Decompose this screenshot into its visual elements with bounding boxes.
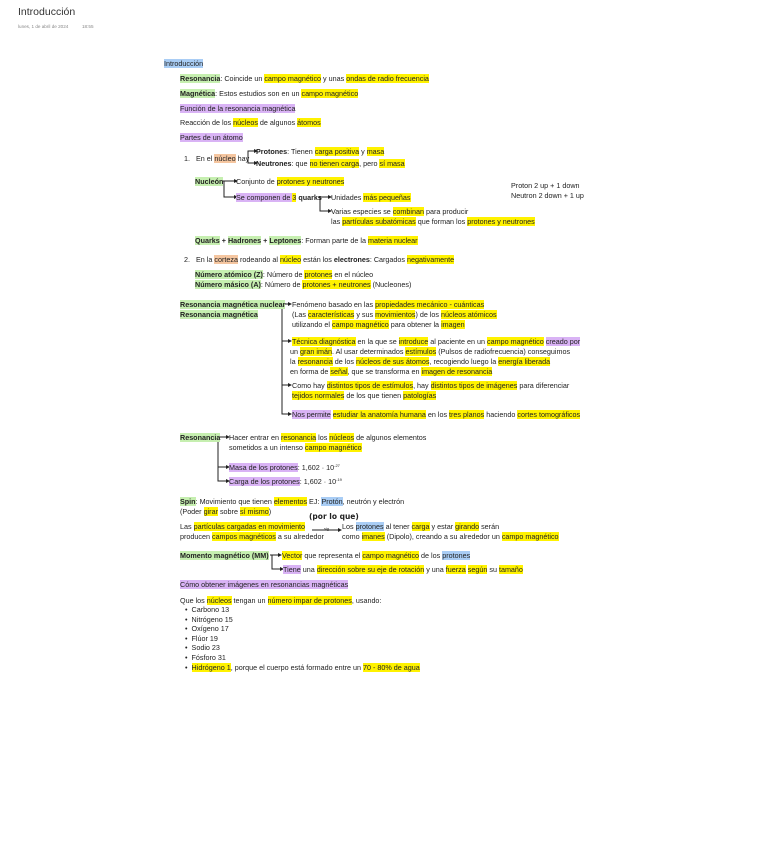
line-componen: Se componen de 3 quarks [236,193,322,202]
line-que-los-nucleos: Que los núcleos tengan un número impar d… [180,596,382,605]
list-item: Carbono 13 [185,605,420,615]
handwritten-por-lo-que: (por lo que) [309,512,359,521]
line-magnetica: Magnética: Estos estudios son en un camp… [180,89,359,98]
line-vector: Vector que representa el campo magnético… [282,551,471,560]
line-como-imanes: como imanes (Dipolo), creando a su alred… [342,532,559,541]
line-nos-permite: Nos permite estudiar la anatomía humana … [292,410,581,419]
line-protones: Protones: Tienen carga positiva y masa [256,147,385,156]
line-neutrones: Neutrones: que no tienen carga, pero sí … [256,159,405,168]
line-numero-atomico: Número atómico (Z): Número de protones e… [195,270,374,279]
line-unidades: Unidades más pequeñas [331,193,411,202]
list-item: Fósforo 31 [185,653,420,663]
list-item: Oxígeno 17 [185,624,420,634]
line-hacer-entrar: Hacer entrar en resonancia los núcleos d… [229,433,427,442]
page-time: 18:55 [82,24,94,29]
line-resonancia-nucleos: la resonancia de los núcleos de sus átom… [290,357,551,366]
line-poder-girar: (Poder girar sobre sí mismo) [180,507,272,516]
side-note-neutron: Neutron 2 down + 1 up [511,191,584,200]
rm-label: Resonancia magnética [180,310,258,319]
list-item-hidrogeno: Hidrógeno 1, porque el cuerpo está forma… [185,662,420,673]
list-item: Nitrógeno 15 [185,615,420,625]
line-spin: Spin: Movimiento que tienen elementos EJ… [180,497,405,506]
line-producen: producen campos magnéticos a su alrededo… [180,532,324,541]
line-utilizando: utilizando el campo magnético para obten… [292,320,465,329]
line-los-protones: Los protones al tener carga y estar gira… [342,522,500,531]
line-carga-protones: Carga de los protones: 1,602 · 10-19 [229,477,342,486]
rmn-label: Resonancia magnética nuclear [180,300,286,309]
line-senal: en forma de señal, que se transforma en … [290,367,493,376]
line-masa-protones: Masa de los protones: 1,602 · 10-27 [229,463,340,472]
element-list: Carbono 13 Nitrógeno 15 Oxígeno 17 Flúor… [185,605,420,672]
line-tecnica: Técnica diagnóstica en la que se introdu… [292,337,581,346]
list-item: Flúor 19 [185,634,420,644]
line-tejidos: tejidos normales de los que tienen patol… [292,391,437,400]
line-particulas: las partículas subatómicas que forman lo… [331,217,535,226]
line-numero-masico: Número másico (A): Número de protones + … [195,280,412,289]
nucleon-label: Nucleón [195,177,224,186]
line-quarks: Quarks + Hadrones + Leptones: Forman par… [195,236,418,245]
resonancia-label: Resonancia [180,433,221,442]
line-caracteristicas: (Las características y sus movimientos) … [292,310,497,319]
line-particulas-cargadas: Las partículas cargadas en movimiento [180,522,306,531]
line-como-obtener: Cómo obtener imágenes en resonancias mag… [180,580,349,589]
line-tiene: Tiene una dirección sobre su eje de rota… [283,565,523,574]
line-fenomeno: Fenómeno basado en las propiedades mecán… [292,300,485,309]
line-conjunto: Conjunto de protones y neutrones [236,177,345,186]
side-note-proton: Proton 2 up + 1 down [511,181,580,190]
page-title[interactable]: Introducción [18,6,76,18]
line-varias: Varias especies se combinan para produci… [331,207,469,216]
item-2: 2. En la corteza rodeando al núcleo está… [184,255,455,264]
line-partes: Partes de un átomo [180,133,243,142]
line-como-hay: Como hay distintos tipos de estímulos, h… [292,381,570,390]
sig-label: sig [324,526,330,531]
line-funcion: Función de la resonancia magnética [180,104,296,113]
mm-label: Momento magnético (MM) [180,551,269,560]
item-1: 1. En el núcleo hay [184,154,250,163]
section-heading: Introducción [164,59,204,68]
list-item: Sodio 23 [185,643,420,653]
line-reaccion: Reacción de los núcleos de algunos átomo… [180,118,321,127]
line-resonancia: Resonancia: Coincide un campo magnético … [180,74,429,83]
page-date: lunes, 1 de abril de 2024 [18,24,69,29]
line-gran-iman: un gran imán. Al usar determinados estím… [290,347,571,356]
line-sometidos: sometidos a un intenso campo magnético [229,443,362,452]
